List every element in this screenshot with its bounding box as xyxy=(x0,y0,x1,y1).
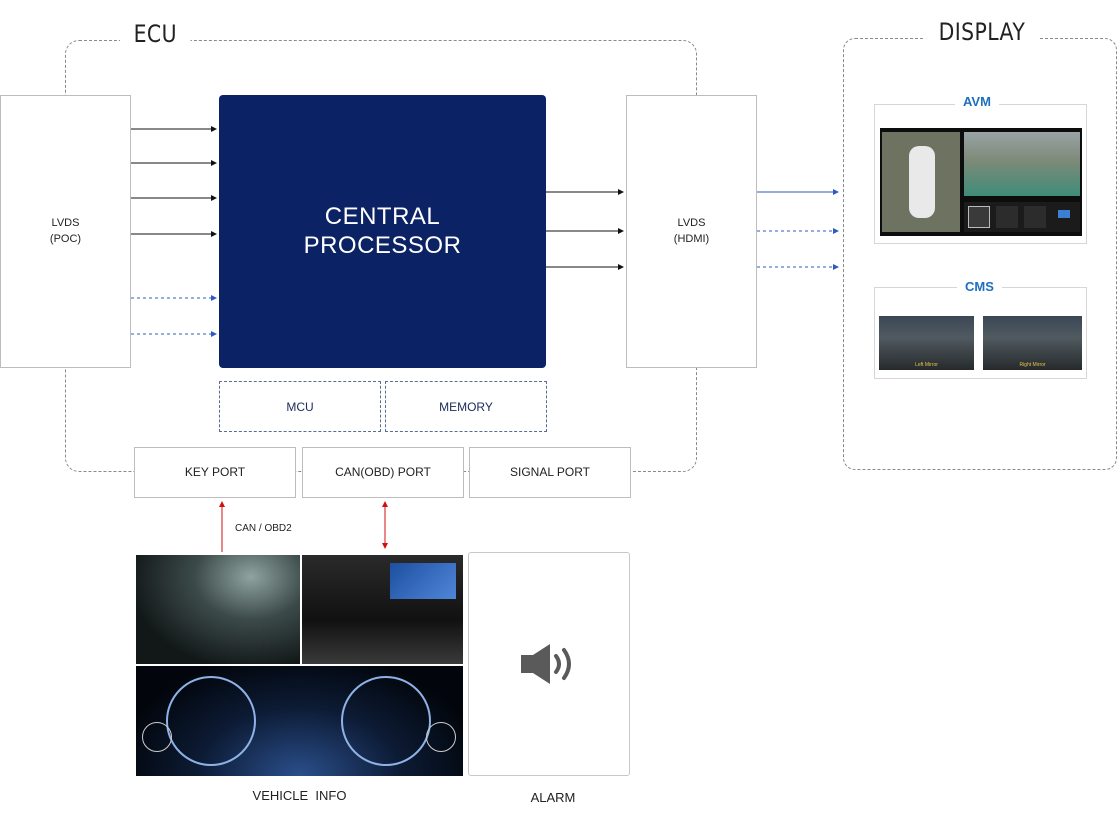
can-obd2-label: CAN / OBD2 xyxy=(235,523,292,534)
cms-label: CMS xyxy=(957,279,1002,294)
central-processor-block: CENTRAL PROCESSOR xyxy=(219,95,546,368)
cms-right-caption: Right Mirror xyxy=(1019,362,1046,368)
poc-to-cpu-arrows xyxy=(131,126,217,337)
vehicle-info-text: VEHICLE INFO xyxy=(252,788,347,803)
infotainment-screen xyxy=(390,563,456,599)
avm-top-view xyxy=(882,132,960,232)
car-top-icon xyxy=(909,146,935,218)
can-obd-port-box: CAN(OBD) PORT xyxy=(302,447,464,498)
tachometer-icon xyxy=(341,676,431,766)
cms-right-view: Right Mirror xyxy=(983,316,1082,370)
3d-badge-icon xyxy=(1058,210,1070,218)
lvds-hdmi-line1: LVDS xyxy=(677,217,706,230)
vehicle-info-label: VEHICLE INFO xyxy=(136,788,463,803)
speaker-volume-icon xyxy=(521,644,571,684)
lvds-hdmi-line2: (HDMI) xyxy=(673,232,710,245)
ecu-title: ECU xyxy=(120,20,191,48)
key-port-box: KEY PORT xyxy=(134,447,296,498)
avm-label: AVM xyxy=(955,94,999,109)
temp-gauge-icon xyxy=(426,722,456,752)
avm-rear-view xyxy=(964,132,1080,196)
fuel-gauge-icon xyxy=(142,722,172,752)
alarm-box xyxy=(468,552,630,776)
central-processor-line1: CENTRAL xyxy=(324,202,441,230)
signal-port-box: SIGNAL PORT xyxy=(469,447,631,498)
hdmi-to-display-arrows xyxy=(757,189,839,270)
cpu-to-hdmi-arrows xyxy=(546,189,624,270)
lvds-hdmi-box: LVDS (HDMI) xyxy=(626,95,757,368)
avm-screen xyxy=(880,128,1082,236)
cms-left-view: Left Mirror xyxy=(879,316,974,370)
mcu-box: MCU xyxy=(219,381,381,432)
car-view-icon xyxy=(968,206,990,228)
lvds-poc-line1: LVDS xyxy=(51,217,80,230)
central-processor-line2: PROCESSOR xyxy=(303,231,462,259)
display-title: DISPLAY xyxy=(925,18,1039,46)
lvds-poc-line2: (POC) xyxy=(49,232,82,245)
car-view-icon xyxy=(1024,206,1046,228)
alarm-label: ALARM xyxy=(530,790,576,805)
infotainment-photo xyxy=(302,555,463,664)
speedometer-icon xyxy=(166,676,256,766)
instrument-cluster-photo xyxy=(136,666,463,776)
memory-box: MEMORY xyxy=(385,381,547,432)
key-input-photo xyxy=(136,555,300,664)
car-view-icon xyxy=(996,206,1018,228)
3d-view-icon xyxy=(1054,206,1076,228)
cms-left-caption: Left Mirror xyxy=(915,362,938,368)
lvds-poc-box: LVDS (POC) xyxy=(0,95,131,368)
avm-controls xyxy=(964,202,1080,232)
